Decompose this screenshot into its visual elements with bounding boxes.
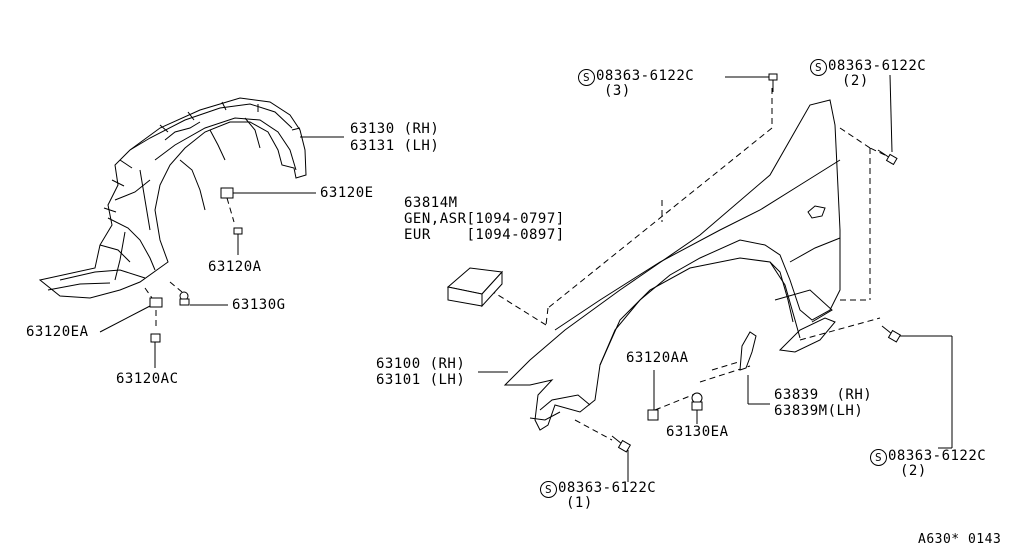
- part-63120E-label: 63120E: [320, 185, 374, 201]
- s-mark: S: [540, 481, 557, 498]
- s-mark: S: [810, 59, 827, 76]
- bolt-tr-qty: (2): [842, 73, 869, 89]
- part-63130G-label: 63130G: [232, 297, 286, 313]
- part-63839-label: 63839 (RH): [774, 387, 873, 403]
- part-63120AC-label: 63120AC: [116, 371, 179, 387]
- part-63839M-label: 63839M(LH): [774, 403, 864, 419]
- bolt-top-partno: 08363-6122C: [596, 68, 695, 84]
- splash-guard: [739, 331, 770, 405]
- gen-asr-range: GEN,ASR[1094-0797]: [404, 211, 565, 227]
- fender-dashed-lines: [489, 88, 886, 441]
- bolt-br-partno: 08363-6122C: [888, 448, 987, 464]
- part-63100-label: 63100 (RH): [376, 356, 466, 372]
- screw-icon: [150, 310, 161, 368]
- bolt-br-qty: (2): [900, 463, 927, 479]
- s-mark: S: [578, 69, 595, 86]
- part-63120A-label: 63120A: [208, 259, 262, 275]
- bolt-tr-partno: 08363-6122C: [828, 58, 927, 74]
- clip-icon: [99, 287, 163, 333]
- bolt-bot-qty: (1): [566, 495, 593, 511]
- bolt-icon: [881, 325, 953, 449]
- bolt-top-qty: (3): [604, 83, 631, 99]
- front-fender-drawing: [503, 99, 841, 431]
- eur-range: EUR [1094-0897]: [404, 227, 565, 243]
- part-63130-label: 63130 (RH): [350, 121, 440, 137]
- part-63130EA-label: 63130EA: [666, 424, 729, 440]
- grommet-icon: [691, 392, 703, 424]
- part-63120AA-label: 63120AA: [626, 350, 689, 366]
- part-63101-label: 63101 (LH): [376, 372, 466, 388]
- insulator-pad: [446, 267, 504, 308]
- s-mark: S: [870, 449, 887, 466]
- part-63131-label: 63131 (LH): [350, 138, 440, 154]
- diagram-code: A630* 0143: [918, 532, 1002, 547]
- grommet-icon: [169, 281, 228, 306]
- screw-icon: [647, 370, 659, 421]
- part-63814M-label: 63814M: [404, 195, 458, 211]
- fender-liner-drawing: [38, 97, 307, 299]
- bolt-bot-partno: 08363-6122C: [558, 480, 657, 496]
- bolt-icon: [725, 73, 778, 92]
- bolt-icon: [877, 74, 898, 166]
- clip-icon: [220, 187, 316, 223]
- part-63120EA-label: 63120EA: [26, 324, 89, 340]
- bolt-icon: [611, 435, 632, 482]
- screw-icon: [233, 227, 243, 255]
